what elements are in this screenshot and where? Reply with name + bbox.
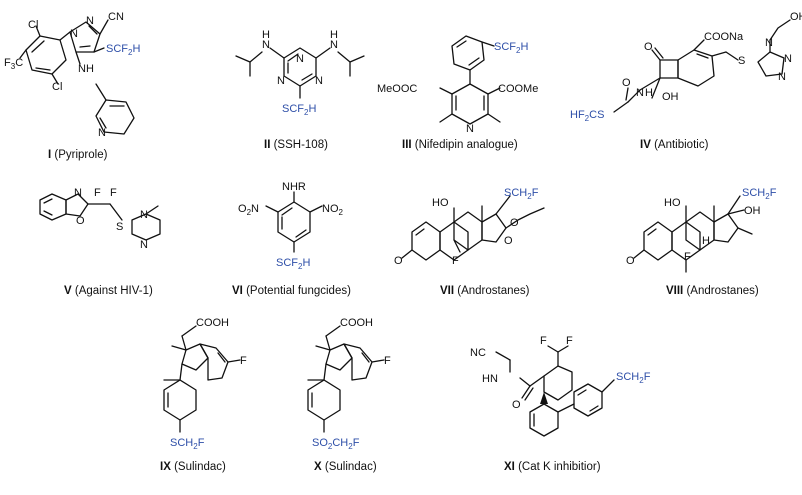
compound-I: N N CN SCF2H NH Cl Cl F3C N I (Pyriprole…: [4, 11, 140, 161]
fluorine-label: F: [240, 355, 247, 367]
tetrazole-nitrogen-1: N: [765, 37, 773, 49]
caption-XI: XI (Cat K inhibitior): [504, 461, 601, 473]
compound-IV: OH COONa O S N N N NH O OH HF2CS IV (Ant…: [570, 11, 802, 151]
hydroxyl-label-17: OH: [744, 205, 761, 217]
pyrimidine-nitrogen-2: N: [140, 239, 148, 251]
sch2f-label: SCH2F: [742, 187, 777, 201]
chloro-label-top: Cl: [28, 19, 38, 31]
amide-nitrogen-label: HN: [482, 373, 498, 385]
pyrazole-nitrogen-2: N: [86, 15, 94, 27]
caption-IX: IX (Sulindac): [160, 461, 226, 473]
caption-III: III (Nifedipin analogue): [402, 139, 518, 151]
hf2cs-label: HF2CS: [570, 109, 604, 123]
tetrazole-nitrogen-2: N: [784, 53, 792, 65]
carboxyl-label: COOH: [340, 317, 373, 329]
scf2h-label: SCF2H: [276, 257, 310, 271]
fluorine-label-2: F: [110, 187, 117, 199]
fluorine-label: F: [452, 255, 459, 267]
nitrile-label: CN: [108, 11, 124, 23]
benzoxazole-nitrogen: N: [74, 187, 82, 199]
carboxyl-label: COOH: [196, 317, 229, 329]
caption-V: V (Against HIV-1): [64, 285, 153, 297]
acetal-oxygen-1: O: [510, 217, 519, 229]
nitro-label-left: O2N: [238, 203, 259, 217]
dihydropyridine-nitrogen: N: [466, 123, 474, 135]
nitro-label-right: NO2: [322, 203, 344, 217]
sch2f-label: SCH2F: [170, 437, 205, 451]
compound-III: SCF2H MeOOC COOMe N III (Nifedipin analo…: [377, 35, 538, 151]
amide-nitrogen: NH: [636, 87, 653, 99]
triazine-nitrogen-right: N: [315, 75, 323, 87]
compound-II: NH NH N N N SCF2H II (SSH-108): [235, 29, 365, 151]
carboxylate-label: COONa: [704, 31, 744, 43]
ketone-oxygen: O: [626, 255, 635, 267]
methyl-ester-left: MeOOC: [377, 83, 417, 95]
hydroxyl-label: HO: [432, 197, 449, 209]
thioether-sulfur: S: [738, 55, 745, 67]
pyrazole-nitrogen-1: N: [70, 28, 78, 40]
amide-oxygen-label: O: [512, 399, 521, 411]
compound-VII: O HO F SCH2F O O VII (Androstanes): [394, 187, 545, 297]
compound-IX: COOH F SCH2F IX (Sulindac): [160, 317, 247, 473]
hydrogen-label: H: [702, 235, 710, 247]
hydroxyl-bottom: OH: [662, 91, 679, 103]
lactam-oxygen: O: [644, 41, 653, 53]
nitrile-label: NC: [470, 347, 486, 359]
scf2h-label: SCF2H: [282, 103, 316, 117]
caption-X: X (Sulindac): [314, 461, 377, 473]
compound-XI: NC HN O F F SCH2F XI (Cat K inhibitior): [470, 335, 651, 473]
caption-VIII: VIII (Androstanes): [666, 285, 759, 297]
caption-VII: VII (Androstanes): [440, 285, 530, 297]
triazine-nitrogen-top: N: [296, 53, 304, 65]
trifluoromethyl-label: F3C: [4, 57, 23, 71]
pyridine-nitrogen: N: [98, 127, 106, 139]
compound-X: COOH F SO2CH2F X (Sulindac): [307, 317, 391, 473]
fluorine-label-2: F: [566, 335, 573, 347]
ketone-oxygen: O: [394, 255, 403, 267]
amine-label: NH: [78, 63, 94, 75]
fluorine-label-1: F: [94, 187, 101, 199]
caption-VI: VI (Potential fungcides): [232, 285, 351, 297]
fluorine-label: F: [684, 251, 691, 263]
fluorine-label-1: F: [540, 335, 547, 347]
caption-II: II (SSH-108): [264, 139, 328, 151]
scf2h-label: SCF2H: [494, 41, 528, 55]
amine-label-right: NH: [330, 29, 338, 51]
methyl-ester-right: COOMe: [498, 83, 538, 95]
acetal-oxygen-2: O: [504, 235, 513, 247]
so2ch2f-label: SO2CH2F: [312, 437, 360, 451]
compound-VIII: O HO F H SCH2F OH VIII (Androstanes): [626, 187, 777, 297]
hydroxyl-top: OH: [790, 11, 802, 23]
caption-IV: IV (Antibiotic): [640, 139, 709, 151]
fluorine-label: F: [384, 355, 391, 367]
triazine-nitrogen-left: N: [277, 75, 285, 87]
scf2h-label: SCF2H: [106, 43, 140, 57]
pyrimidine-nitrogen-1: N: [140, 209, 148, 221]
amide-oxygen: O: [622, 77, 631, 89]
nhr-label: NHR: [282, 181, 306, 193]
sch2f-label: SCH2F: [504, 187, 539, 201]
sch2f-label: SCH2F: [616, 371, 651, 385]
chloro-label-bottom: Cl: [52, 81, 62, 93]
caption-I: I (Pyriprole): [48, 149, 108, 161]
tetrazole-nitrogen-3: N: [778, 71, 786, 83]
benzoxazole-oxygen: O: [76, 215, 85, 227]
amine-label-left: NH: [262, 29, 270, 51]
compound-VI: NHR O2N NO2 SCF2H VI (Potential fungcide…: [232, 181, 351, 297]
hydroxyl-label-11: HO: [664, 197, 681, 209]
thioether-sulfur: S: [116, 221, 123, 233]
compound-V: N O F F S N N V (Against HIV-1): [39, 187, 161, 297]
